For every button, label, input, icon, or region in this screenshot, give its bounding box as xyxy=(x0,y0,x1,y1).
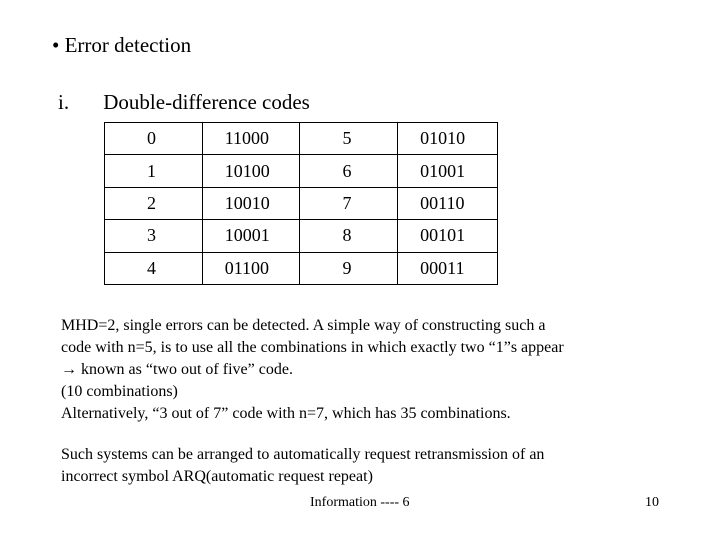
explanation-line: MHD=2, single errors can be detected. A … xyxy=(61,317,546,334)
digit-cell: 9 xyxy=(299,251,399,285)
code-cell: 01010 xyxy=(397,121,498,156)
code-cell: 01100 xyxy=(201,251,301,285)
code-cell: 00110 xyxy=(397,186,498,221)
explanation-line: → known as “two out of five” code. xyxy=(61,361,293,378)
code-cell: 10001 xyxy=(201,219,301,253)
digit-cell: 2 xyxy=(104,186,203,221)
explanation-line: code with n=5, is to use all the combina… xyxy=(61,339,564,356)
digit-cell: 8 xyxy=(299,219,399,253)
footer-text: Information ---- 6 xyxy=(310,495,410,510)
digit-cell: 7 xyxy=(299,186,399,221)
slide-title: • Error detection xyxy=(52,33,192,57)
digit-cell: 0 xyxy=(104,121,203,156)
explanation-line: Alternatively, “3 out of 7” code with n=… xyxy=(61,405,511,422)
section-number: i. xyxy=(58,90,70,114)
page-number: 10 xyxy=(645,495,659,510)
section-heading: i. Double-difference codes xyxy=(58,90,310,115)
code-cell: 10100 xyxy=(201,154,301,188)
digit-cell: 5 xyxy=(299,121,399,156)
digit-cell: 3 xyxy=(104,219,203,253)
explanation-line: (10 combinations) xyxy=(61,383,178,400)
code-cell: 10010 xyxy=(201,186,301,221)
code-cell: 11000 xyxy=(201,121,301,156)
digit-cell: 1 xyxy=(104,154,203,188)
code-cell: 00011 xyxy=(397,251,498,285)
arq-line: Such systems can be arranged to automati… xyxy=(61,446,545,463)
section-label: Double-difference codes xyxy=(103,90,310,114)
arq-line: incorrect symbol ARQ(automatic request r… xyxy=(61,468,373,485)
arq-paragraph: Such systems can be arranged to automati… xyxy=(61,444,661,488)
digit-cell: 6 xyxy=(299,154,399,188)
explanation-paragraph: MHD=2, single errors can be detected. A … xyxy=(61,315,661,425)
code-cell: 01001 xyxy=(397,154,498,188)
digit-cell: 4 xyxy=(104,251,203,285)
code-cell: 00101 xyxy=(397,219,498,253)
